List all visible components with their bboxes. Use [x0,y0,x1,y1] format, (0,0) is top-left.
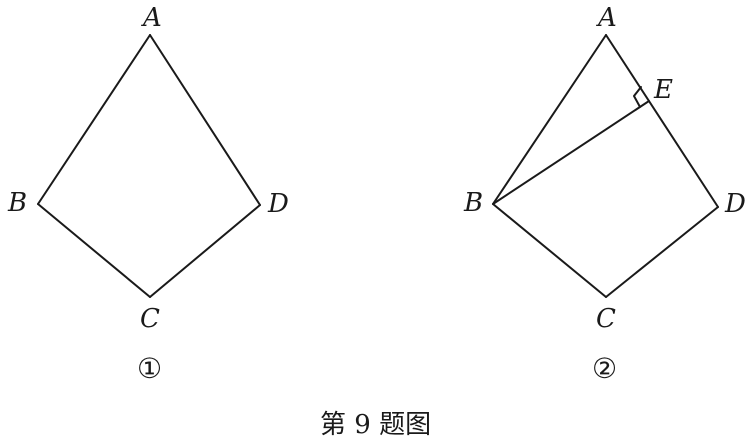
fig2-vertex-label-d: D [724,189,746,219]
fig1-vertex-label-c: C [140,304,160,334]
fig1-vertex-label-d: D [267,189,289,219]
figure-1: A B C D ① [7,3,289,385]
fig2-vertex-label-e: E [653,75,673,105]
fig1-segment-bc [37,203,151,298]
fig2-vertex-label-a: A [596,3,617,33]
fig2-number-label: ② [592,352,617,385]
fig1-segment-dc [149,204,261,298]
figure-caption: 第 9 题图 [320,410,431,440]
right-angle-marker [633,86,642,108]
fig2-vertex-label-c: C [596,304,616,334]
fig1-number-label: ① [137,352,162,385]
fig1-segment-ab [37,34,151,205]
fig2-segment-ad [605,34,719,208]
fig2-segment-bc [492,203,607,298]
fig2-vertex-label-b: B [463,188,483,218]
fig2-segment-be [492,100,650,205]
fig1-vertex-label-b: B [7,188,27,218]
fig2-segment-ab [492,34,607,205]
figure-2: A E B C D ② [463,3,746,385]
fig2-segment-dc [605,206,719,298]
fig1-vertex-label-a: A [141,3,162,33]
fig1-segment-ad [149,34,261,206]
